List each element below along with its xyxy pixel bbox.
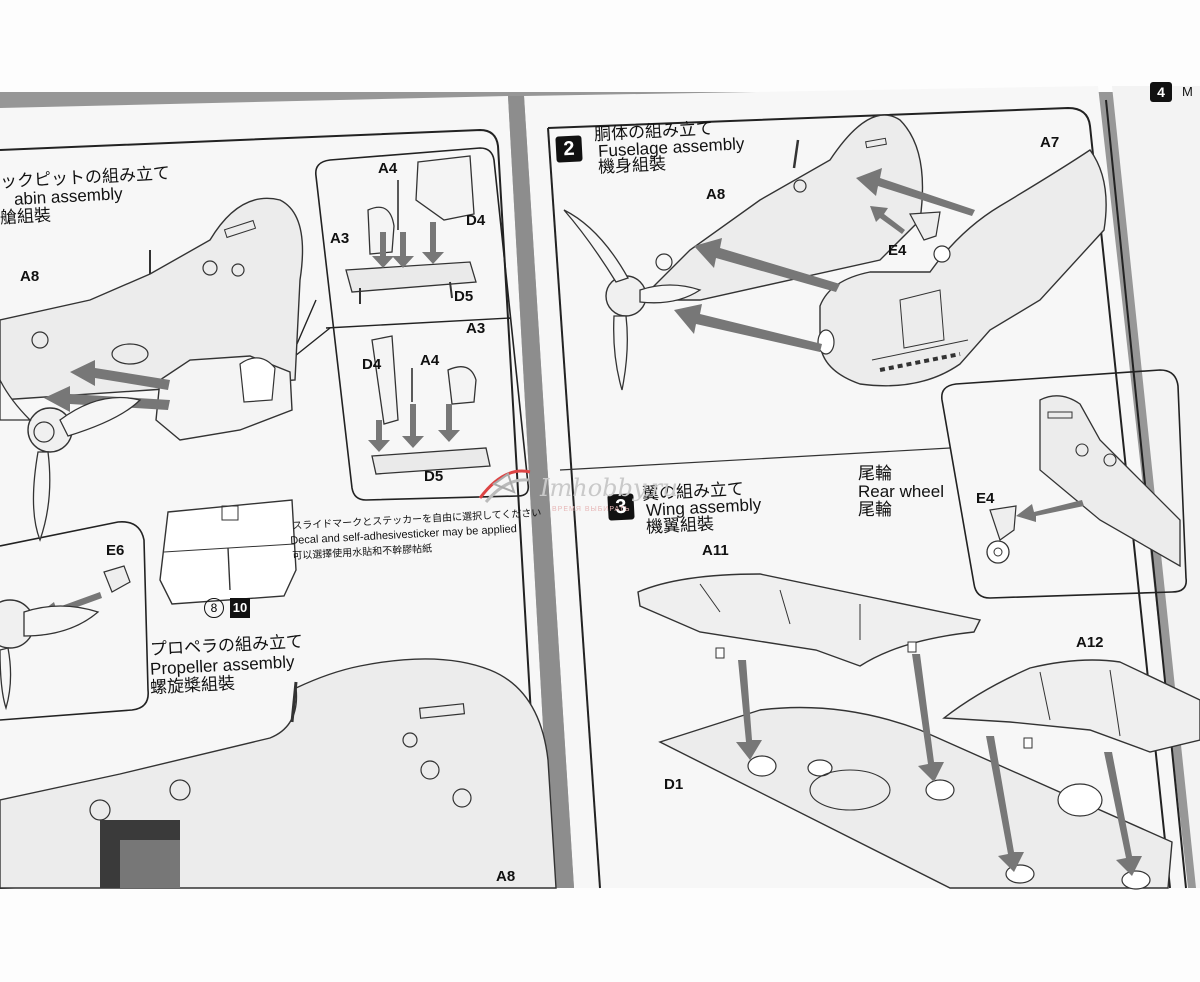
part-label-a8-step2: A8 — [706, 186, 726, 203]
step2-title-cn: 機身組裝 — [597, 154, 667, 177]
step-number-4: 4 — [1150, 82, 1172, 102]
rear-wheel-jp: 尾輪 — [858, 464, 892, 483]
part-label-d4-mid: D4 — [362, 356, 382, 373]
part-label-d4-top: D4 — [466, 212, 486, 229]
part-label-a3-top: A3 — [330, 230, 350, 247]
part-label-d5-top: D5 — [454, 288, 474, 305]
step-number-2: 2 — [555, 135, 583, 163]
decal-number-circle: 8 — [204, 598, 224, 618]
part-label-a7: A7 — [1040, 134, 1060, 151]
watermark-logo-icon — [478, 469, 531, 503]
step3-title-cn: 機翼組裝 — [645, 514, 715, 537]
part-label-d1: D1 — [664, 776, 684, 793]
part-label-a3-mid: A3 — [466, 320, 486, 337]
part-label-a4-top: A4 — [378, 160, 398, 177]
watermark-text: Imhobby.ru — [540, 474, 678, 502]
part-label-e4-rear: E4 — [976, 490, 995, 507]
part-label-e4-step2: E4 — [888, 242, 907, 259]
rear-wheel-cn: 尾輪 — [858, 500, 892, 519]
part-label-a4-mid: A4 — [420, 352, 440, 369]
rear-wheel-en: Rear wheel — [858, 482, 944, 501]
decal-number-square: 10 — [230, 598, 250, 618]
cockpit-title-cn: 艙組裝 — [0, 205, 52, 228]
part-label-a8-bottom: A8 — [496, 868, 516, 885]
part-label-a12: A12 — [1076, 634, 1104, 651]
watermark-subtext: ВРЕМЯ ВЫБИРАТЬ — [552, 506, 631, 513]
part-label-e6: E6 — [106, 542, 125, 559]
step4-title-fragment: M — [1182, 84, 1193, 99]
part-label-d5-mid: D5 — [424, 468, 444, 485]
part-label-a11: A11 — [702, 542, 729, 559]
part-label-a8-top: A8 — [20, 268, 40, 285]
